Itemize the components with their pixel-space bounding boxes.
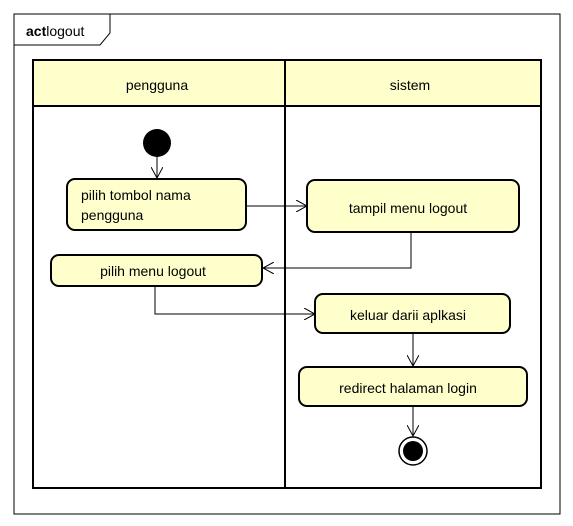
- action-redirect: redirect halaman login: [298, 366, 528, 407]
- partition-border: [32, 59, 542, 489]
- control-flows: [155, 157, 413, 436]
- action-pilih-menu: pilih menu logout: [50, 254, 263, 287]
- action-box: [314, 293, 511, 334]
- action-label: redirect halaman login: [339, 380, 477, 396]
- action-label: keluar darii aplkasi: [350, 307, 466, 323]
- action-box: [50, 254, 263, 287]
- lane-header-sistem: [286, 61, 540, 106]
- action-tampil-menu: tampil menu logout: [306, 179, 520, 233]
- frame-title: actlogout: [26, 23, 84, 39]
- action-keluar: keluar darii aplkasi: [314, 293, 511, 334]
- swimlane-partition: pengguna sistem: [32, 59, 542, 489]
- lane-title-sistem: sistem: [390, 77, 430, 93]
- action-label-line-1: pilih tombol nama: [81, 187, 191, 203]
- final-node-dot: [403, 441, 423, 461]
- flow-a2-to-a3: [263, 232, 412, 268]
- action-label: tampil menu logout: [349, 200, 467, 216]
- action-label: pilih menu logout: [100, 263, 206, 279]
- final-node: [398, 436, 428, 466]
- flow-a3-to-a4: [154, 286, 315, 314]
- initial-node: [143, 129, 171, 157]
- frame-name-tab: [13, 13, 111, 46]
- action-box: [298, 366, 528, 407]
- action-box: [66, 178, 247, 231]
- frame-name: logout: [46, 23, 84, 39]
- frame-keyword: act: [26, 23, 47, 39]
- lane-title-pengguna: pengguna: [126, 77, 189, 93]
- action-box: [306, 179, 520, 233]
- lane-header-pengguna: [34, 61, 284, 106]
- action-pilih-tombol: pilih tombol nama pengguna: [66, 178, 247, 231]
- action-label-line-2: pengguna: [81, 207, 144, 223]
